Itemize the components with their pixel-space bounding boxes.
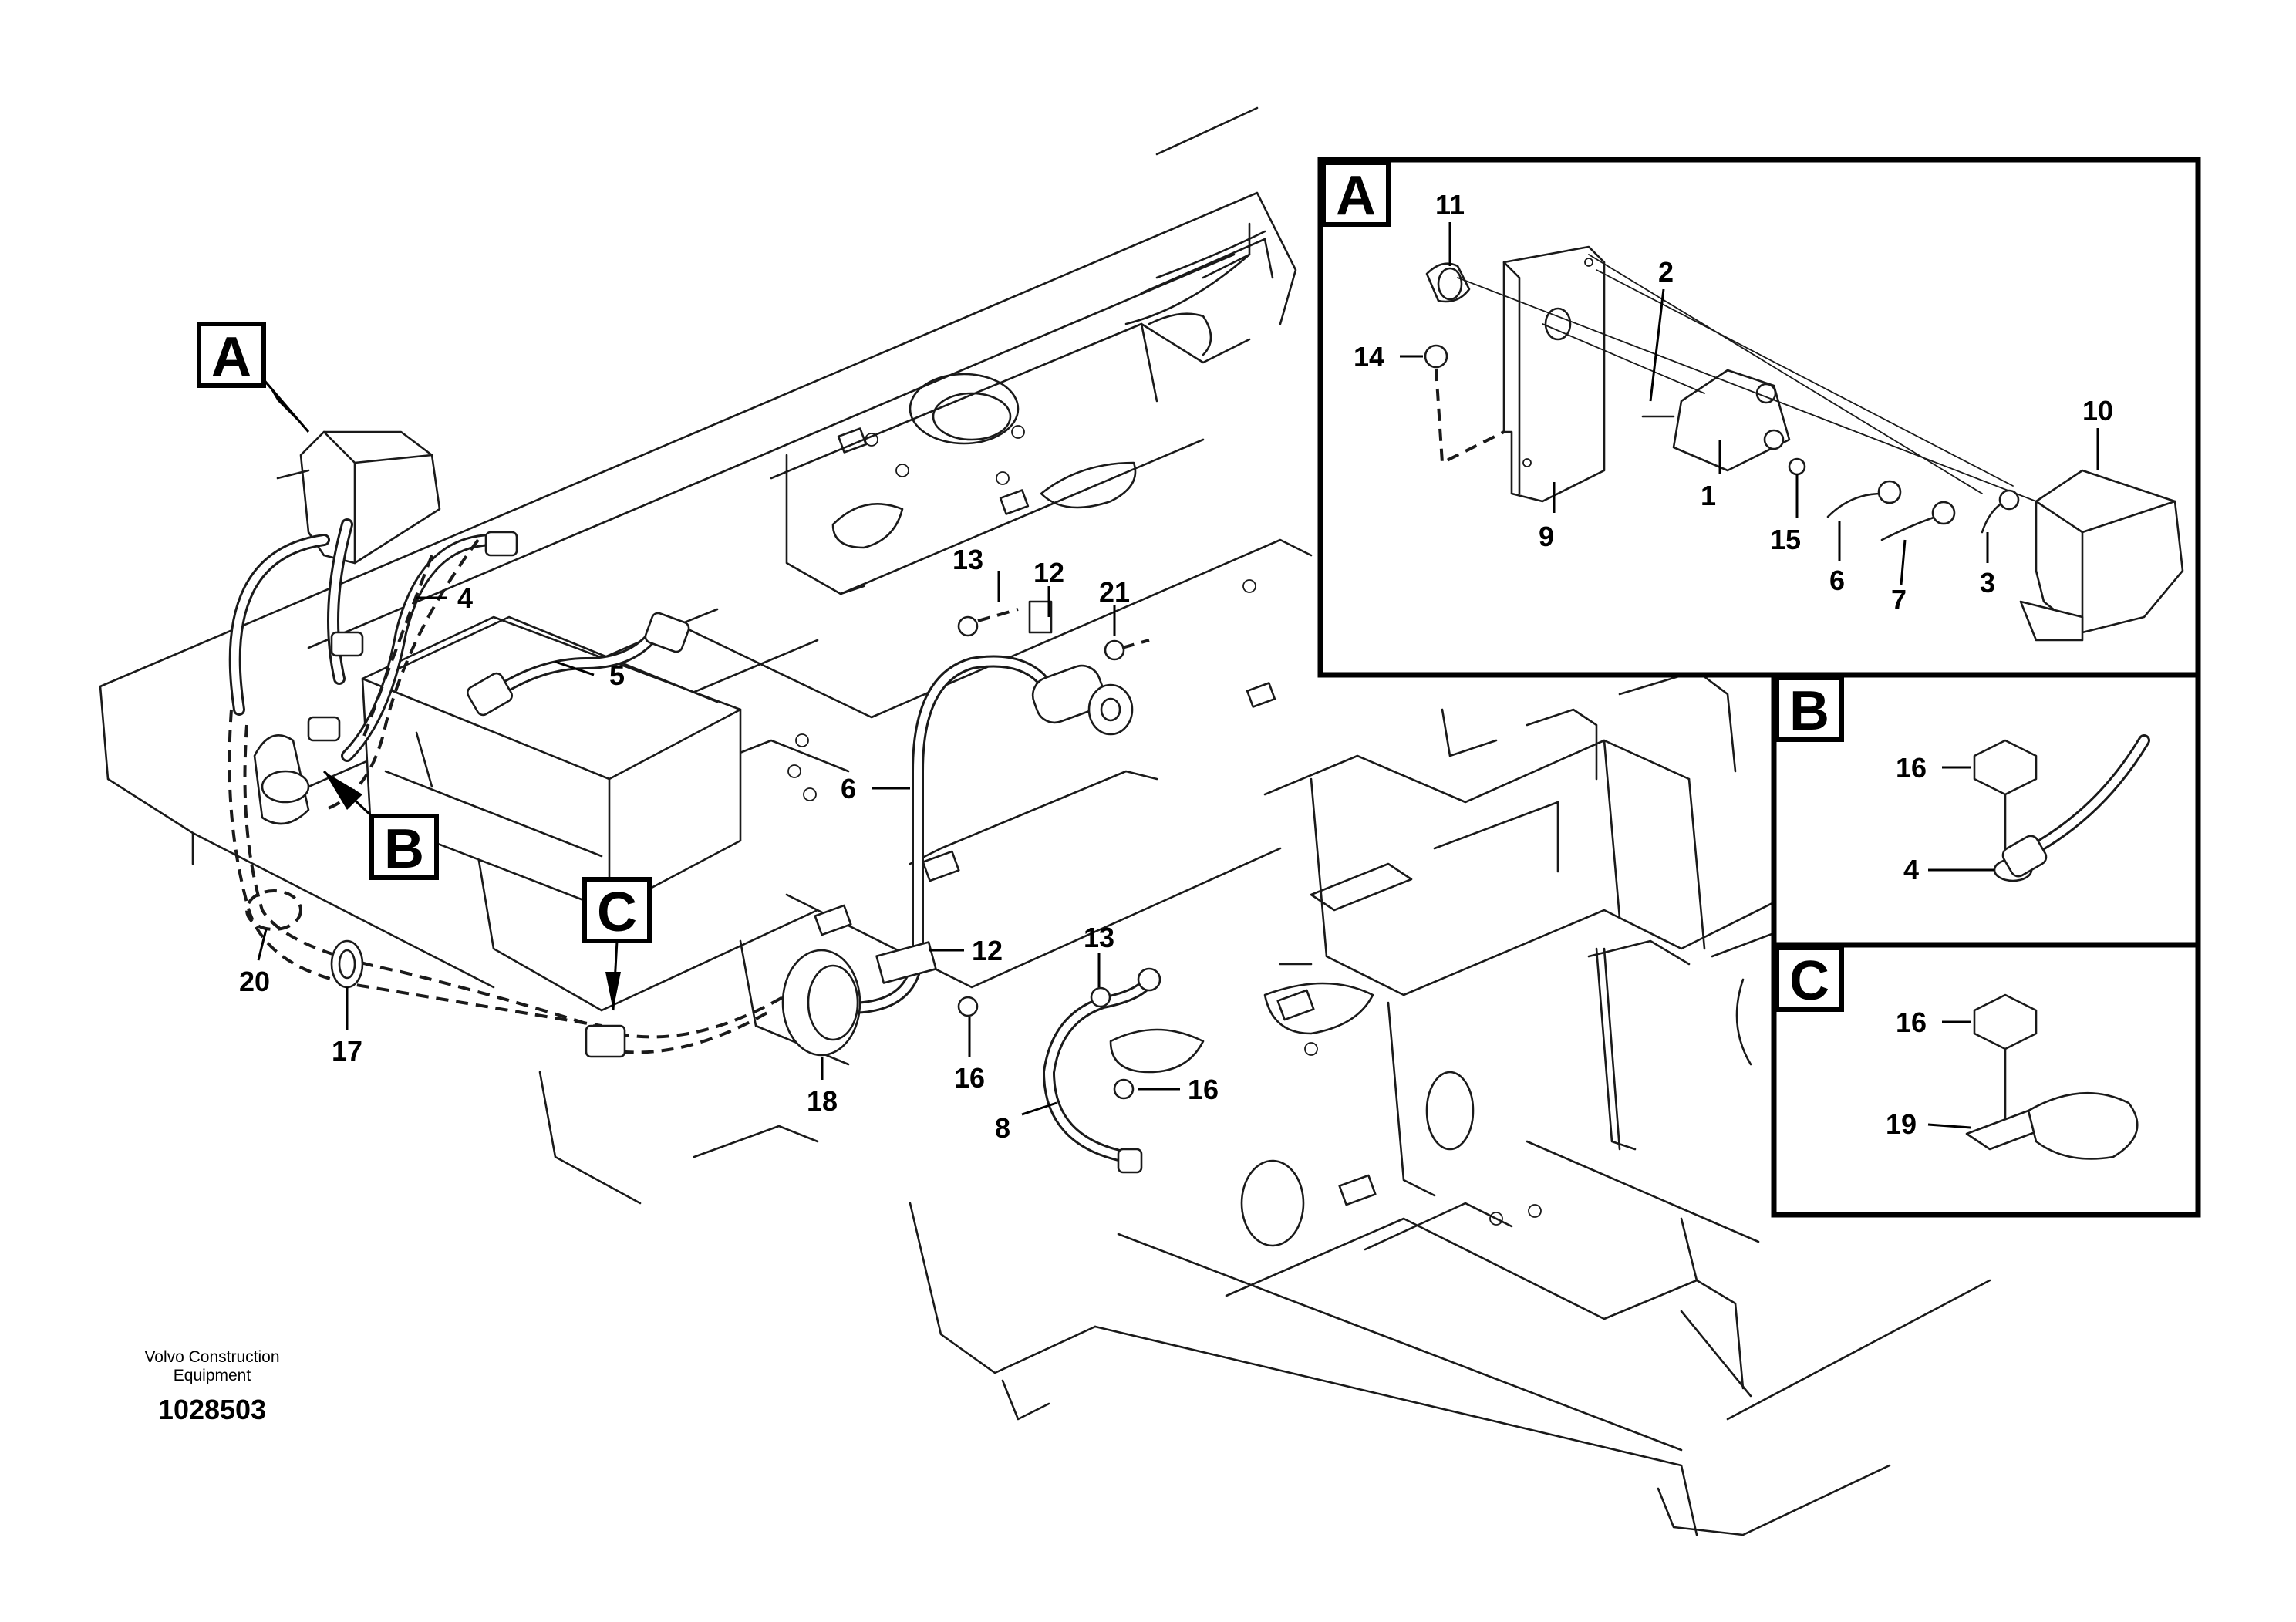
part-label-13-low: 13 xyxy=(1084,922,1114,953)
bolts xyxy=(957,600,1150,1100)
part-label-6: 6 xyxy=(841,773,856,804)
part-label-2: 2 xyxy=(1658,256,1674,288)
part-label-14: 14 xyxy=(1354,341,1384,373)
part-label-12-mid: 12 xyxy=(972,935,1003,966)
cable-6 xyxy=(781,655,1134,1057)
part-label-4: 4 xyxy=(457,582,473,614)
part-label-16-low: 16 xyxy=(1188,1074,1219,1105)
disconnect-switch-housing xyxy=(253,430,441,825)
dashed-cable-route xyxy=(228,538,788,1058)
part-label-5: 5 xyxy=(609,659,625,691)
part-label-13-top: 13 xyxy=(952,544,983,575)
part-label-12-top: 12 xyxy=(1033,557,1064,588)
part-label-18: 18 xyxy=(807,1085,838,1117)
part-label-19: 19 xyxy=(1886,1108,1917,1140)
part-label-1: 1 xyxy=(1701,480,1716,511)
detail-a-label: A xyxy=(1336,165,1376,227)
part-label-17: 17 xyxy=(332,1035,362,1067)
part-labels: 4 5 6 13 12 21 12 16 13 16 8 18 17 20 11… xyxy=(239,189,2113,1144)
cable-5 xyxy=(466,612,690,717)
detail-c-label: C xyxy=(1789,950,1829,1012)
part-label-21: 21 xyxy=(1099,576,1130,608)
part-label-16-b: 16 xyxy=(1896,752,1927,784)
part-label-20: 20 xyxy=(239,966,270,997)
part-label-9: 9 xyxy=(1539,521,1554,552)
company-line-2: Equipment xyxy=(174,1367,251,1384)
part-label-8: 8 xyxy=(995,1112,1010,1144)
company-line-1: Volvo Construction xyxy=(144,1348,279,1366)
part-label-3: 3 xyxy=(1980,567,1995,599)
svg-text:B: B xyxy=(384,818,424,880)
part-label-10: 10 xyxy=(2082,395,2113,427)
svg-text:C: C xyxy=(597,882,637,943)
drawing-number: 1028503 xyxy=(158,1394,266,1425)
callout-c: C xyxy=(582,877,652,1011)
cable-8 xyxy=(1042,967,1161,1174)
part-label-4-b: 4 xyxy=(1903,854,1919,885)
part-label-6-detail: 6 xyxy=(1829,565,1845,596)
part-label-16-c: 16 xyxy=(1896,1007,1927,1038)
footer: Volvo Construction Equipment 1028503 xyxy=(144,1348,279,1425)
callout-b: B xyxy=(322,770,439,880)
part-label-7: 7 xyxy=(1891,584,1907,615)
part-label-11: 11 xyxy=(1435,189,1465,221)
part-label-15: 15 xyxy=(1770,524,1801,555)
detail-b-label: B xyxy=(1789,680,1829,742)
detail-b-panel: B xyxy=(1771,672,2201,948)
part-label-16-mid: 16 xyxy=(954,1062,985,1094)
detail-a-panel: A xyxy=(1317,157,2201,678)
svg-text:A: A xyxy=(211,326,251,388)
callout-a: A xyxy=(197,322,310,433)
detail-c-panel: C xyxy=(1771,942,2201,1218)
